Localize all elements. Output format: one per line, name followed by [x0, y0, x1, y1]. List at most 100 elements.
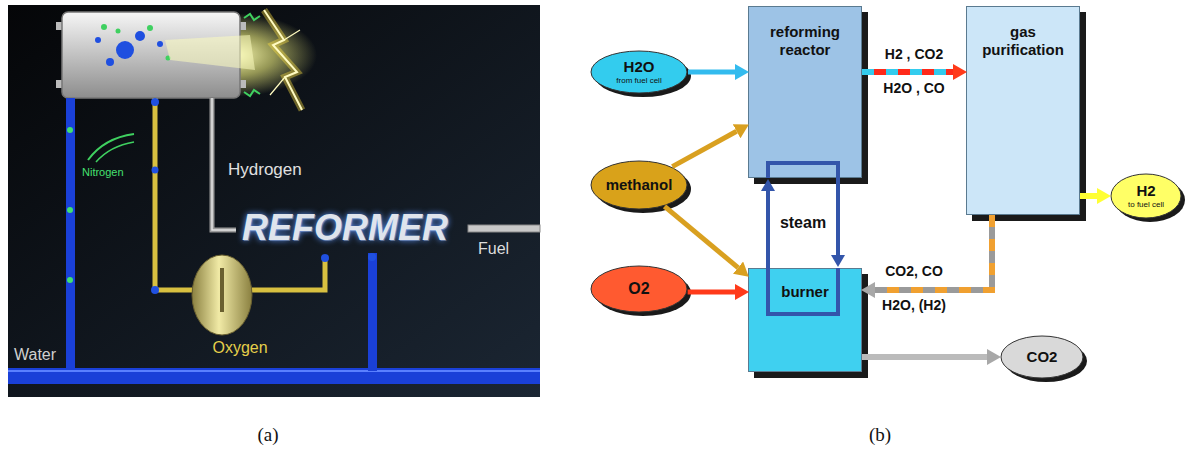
connector-group — [665, 206, 738, 267]
molecule — [151, 98, 159, 106]
molecule — [157, 41, 163, 47]
flow-arrow — [1080, 193, 1097, 199]
connector-group — [838, 178, 839, 255]
panel-caption: (a) — [257, 424, 278, 446]
node-title: O2 — [596, 279, 682, 298]
lightning — [270, 30, 300, 95]
terminal-ellipse: CO2 — [1000, 335, 1084, 379]
connector-group — [1080, 196, 1097, 197]
lightning — [264, 10, 302, 110]
oxygen-tank — [192, 255, 252, 335]
water-pipe — [66, 98, 75, 374]
spark — [244, 90, 260, 96]
flow-arrow — [688, 70, 735, 75]
ellipse-fill — [591, 161, 687, 209]
flow-dash — [862, 69, 953, 75]
node-title: methanol — [596, 176, 682, 194]
spark — [244, 14, 260, 20]
molecule — [152, 167, 159, 174]
water-pipe — [8, 368, 540, 384]
molecule — [321, 254, 329, 262]
flow-arrow — [688, 290, 735, 295]
node-text: reforming reactor — [757, 23, 853, 59]
molecule — [95, 37, 101, 43]
flow-arrow — [766, 191, 770, 268]
oxygen-pipe — [155, 98, 325, 290]
node-title: reforming reactor — [757, 23, 853, 59]
ellipse-fill — [1001, 336, 1083, 378]
connector-group — [862, 72, 953, 73]
part-label: Oxygen — [212, 339, 267, 357]
flow-arrow — [862, 354, 987, 360]
molecule — [116, 41, 134, 59]
node-title: H2 — [1116, 182, 1176, 200]
ellipse-fill — [591, 266, 687, 312]
process-box: burner — [748, 268, 862, 372]
light-beam — [165, 35, 255, 70]
process-box: gas purification — [966, 6, 1080, 215]
connector-group — [688, 72, 735, 73]
process-box: reforming reactor — [748, 6, 862, 178]
connector-group — [768, 191, 769, 268]
molecule — [101, 24, 107, 30]
ellipse-fill — [1111, 174, 1181, 218]
node-text: CO2 — [1006, 348, 1078, 366]
node-note: from fuel cell — [596, 76, 682, 86]
panel-background — [8, 5, 540, 397]
flow-label: H2 , CO2 — [883, 46, 945, 62]
connector-group — [875, 215, 992, 290]
lightning — [264, 10, 302, 110]
tank-gauge — [220, 268, 224, 312]
node-title: H2O — [596, 58, 682, 76]
node-title: CO2 — [1006, 348, 1078, 366]
water-pipe — [8, 370, 540, 372]
node-text: H2to fuel cell — [1116, 182, 1176, 210]
nitrogen-stream — [96, 142, 134, 162]
terminal-ellipse: O2 — [590, 265, 688, 313]
flow-arrow — [862, 69, 953, 75]
flow-arrow — [672, 131, 736, 166]
flow-arrow — [836, 178, 840, 255]
molecule — [67, 207, 73, 213]
molecule — [368, 253, 376, 261]
node-title: burner — [757, 283, 853, 301]
node-title: gas purification — [975, 23, 1071, 59]
fuel-pipe — [468, 225, 540, 232]
part-label: Hydrogen — [228, 160, 302, 180]
part-label: REFORMER — [242, 207, 448, 248]
molecule — [116, 29, 121, 34]
connector-group — [688, 292, 735, 293]
node-text: burner — [757, 283, 853, 301]
steam-loop — [768, 268, 838, 314]
part-label: Nitrogen — [82, 166, 124, 179]
flow-dash — [875, 215, 992, 290]
connector-group — [862, 357, 987, 358]
molecule — [67, 277, 73, 283]
steam-loop — [768, 163, 838, 178]
flow-arrow — [875, 215, 992, 290]
node-text: H2Ofrom fuel cell — [596, 58, 682, 86]
flow-arrow — [665, 206, 738, 267]
water-pipe — [368, 253, 377, 371]
flow-label: H2O, (H2) — [880, 297, 948, 313]
panel-caption: (b) — [869, 424, 891, 446]
part-label: Fuel — [478, 240, 509, 258]
terminal-ellipse: methanol — [590, 160, 688, 210]
connector-group — [672, 131, 736, 166]
molecule — [151, 286, 159, 294]
molecule — [147, 25, 153, 31]
part-label: Water — [14, 346, 56, 364]
nitrogen-stream — [88, 134, 134, 160]
molecule — [106, 58, 114, 66]
molecule — [135, 31, 145, 41]
node-text: O2 — [596, 279, 682, 298]
terminal-ellipse: H2Ofrom fuel cell — [590, 50, 688, 94]
node-note: to fuel cell — [1116, 200, 1176, 210]
flow-label: CO2, CO — [883, 263, 945, 279]
flow-label: steam — [778, 214, 828, 232]
node-text: gas purification — [975, 23, 1071, 59]
molecule — [67, 127, 73, 133]
terminal-ellipse: H2to fuel cell — [1110, 173, 1182, 219]
ellipse-fill — [591, 51, 687, 93]
